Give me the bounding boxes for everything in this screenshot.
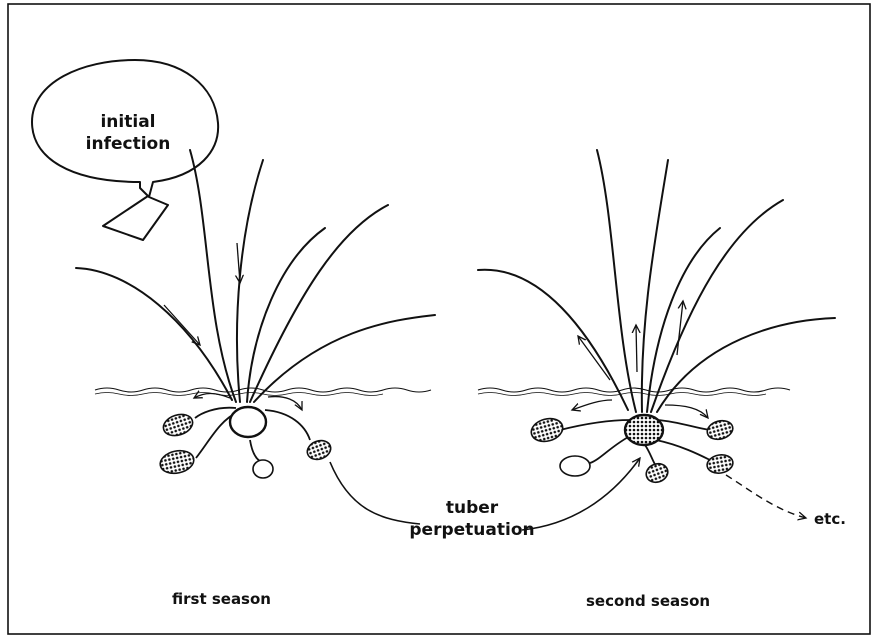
infected-tuber-1	[161, 411, 196, 439]
callout-text-line1: initial	[88, 111, 168, 133]
etc-label: etc.	[814, 510, 846, 528]
infected-tuber-5	[644, 461, 671, 485]
first-season-plant	[76, 150, 435, 402]
second-season-label: second season	[586, 592, 710, 610]
soil-line-second	[478, 388, 790, 392]
perpetuation-arrow-in	[330, 462, 420, 524]
seed-tuber-first	[230, 407, 266, 437]
tuber-perpetuation-label-line1: tuber	[418, 497, 526, 519]
first-season-label: first season	[172, 590, 271, 608]
continuation-dashed-arrow	[726, 475, 806, 518]
healthy-tuber-1	[253, 460, 273, 478]
infected-tuber-2	[158, 448, 196, 477]
tuber-perpetuation-label-line2: perpetuation	[408, 519, 536, 541]
soil-line-second-2	[478, 393, 766, 396]
infected-tuber-4	[529, 415, 566, 445]
infected-tuber-6	[705, 418, 735, 442]
infected-tuber-7	[706, 453, 735, 475]
second-season-plant	[478, 150, 835, 412]
healthy-tuber-2	[560, 456, 590, 476]
infected-seed-tuber-second	[625, 415, 663, 445]
callout-text-line2: infection	[78, 133, 178, 155]
first-season-sap-arrows	[164, 243, 302, 410]
infected-tuber-3	[305, 437, 334, 462]
